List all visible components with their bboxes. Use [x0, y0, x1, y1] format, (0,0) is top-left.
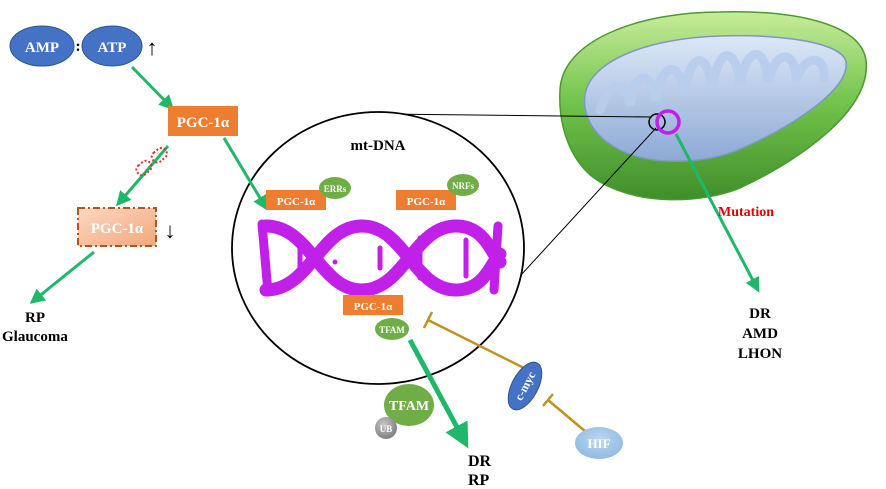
amp-node [9, 25, 75, 67]
atp-label: ATP [98, 40, 127, 56]
zoom-line-bottom [497, 127, 657, 301]
mitochondrion-inner-membrane [583, 34, 847, 162]
atp-node [81, 25, 143, 67]
arrow-pgc-to-low [116, 145, 170, 207]
complex1-partner-label: ERRs [324, 184, 347, 194]
ub-node [375, 417, 397, 439]
hif-node: HIF [575, 427, 623, 459]
mutation-label: Mutation [718, 205, 774, 220]
hif-label: HIF [587, 436, 610, 451]
arrow-energy-to-pgc [130, 65, 175, 111]
inhibition-hif-cmyc [542, 393, 587, 433]
arrow-pgc-to-nucleus [222, 137, 268, 211]
complex2-partner-label: NRFs [452, 181, 474, 191]
complex3-pgc-label: PGC-1α [354, 301, 393, 313]
atp-up-arrow: ↑ [147, 35, 158, 60]
outcome-right-dr: DR [749, 306, 771, 322]
inhibition-cmyc-tfam [422, 311, 541, 378]
outcome-left-glaucoma: Glaucoma [2, 329, 68, 345]
complex2-pgc-label: PGC-1α [407, 196, 446, 208]
outcome-left-rp: RP [25, 310, 45, 326]
complex-pgc-errs: PGC-1α ERRs [266, 177, 351, 210]
broken-link-icon [135, 146, 168, 177]
amp-label: AMP [25, 40, 59, 56]
complex-pgc-tfam: PGC-1α TFAM [343, 295, 409, 340]
complex1-pgc-label: PGC-1α [277, 196, 316, 208]
cmyc-node: c-myc [507, 361, 543, 411]
outcome-right-lhon: LHON [738, 346, 782, 362]
pgc-main-box: PGC-1α [168, 106, 238, 136]
zoom-circle-small [648, 113, 666, 131]
complex-pgc-nrfs: PGC-1α NRFs [396, 174, 479, 210]
mitochondrion [559, 11, 867, 201]
pgc-low-box: PGC-1α ↓ [77, 207, 176, 247]
energy-ratio: AMP : ATP ↑ [9, 25, 158, 67]
pgc-down-arrow: ↓ [165, 218, 176, 243]
ub-label: UB [380, 424, 393, 434]
tfam-ub-complex: TFAM UB [375, 384, 434, 439]
pgc-main-label: PGC-1α [177, 115, 230, 131]
outcome-right-amd: AMD [742, 326, 778, 342]
zoom-line-top [379, 113, 653, 118]
dna-double-helix [257, 219, 507, 297]
arrow-tfam-to-dr [407, 338, 469, 449]
outcome-bottom-dr: DR [468, 453, 492, 470]
arrow-mutation-to-dr [674, 133, 760, 293]
mitochondrion-cristae [595, 50, 829, 115]
ratio-separator: : [75, 38, 80, 55]
pgc-low-label: PGC-1α [91, 221, 144, 237]
outcome-bottom-rp: RP [468, 472, 490, 489]
complex3-partner-label: TFAM [379, 325, 405, 335]
mtdna-title: mt-DNA [351, 138, 406, 154]
tfam-degraded-label: TFAM [389, 399, 429, 414]
tfam-degraded-node [384, 384, 434, 426]
arrow-low-to-rp [29, 250, 95, 304]
mtdna-highlight-circle [655, 109, 681, 135]
